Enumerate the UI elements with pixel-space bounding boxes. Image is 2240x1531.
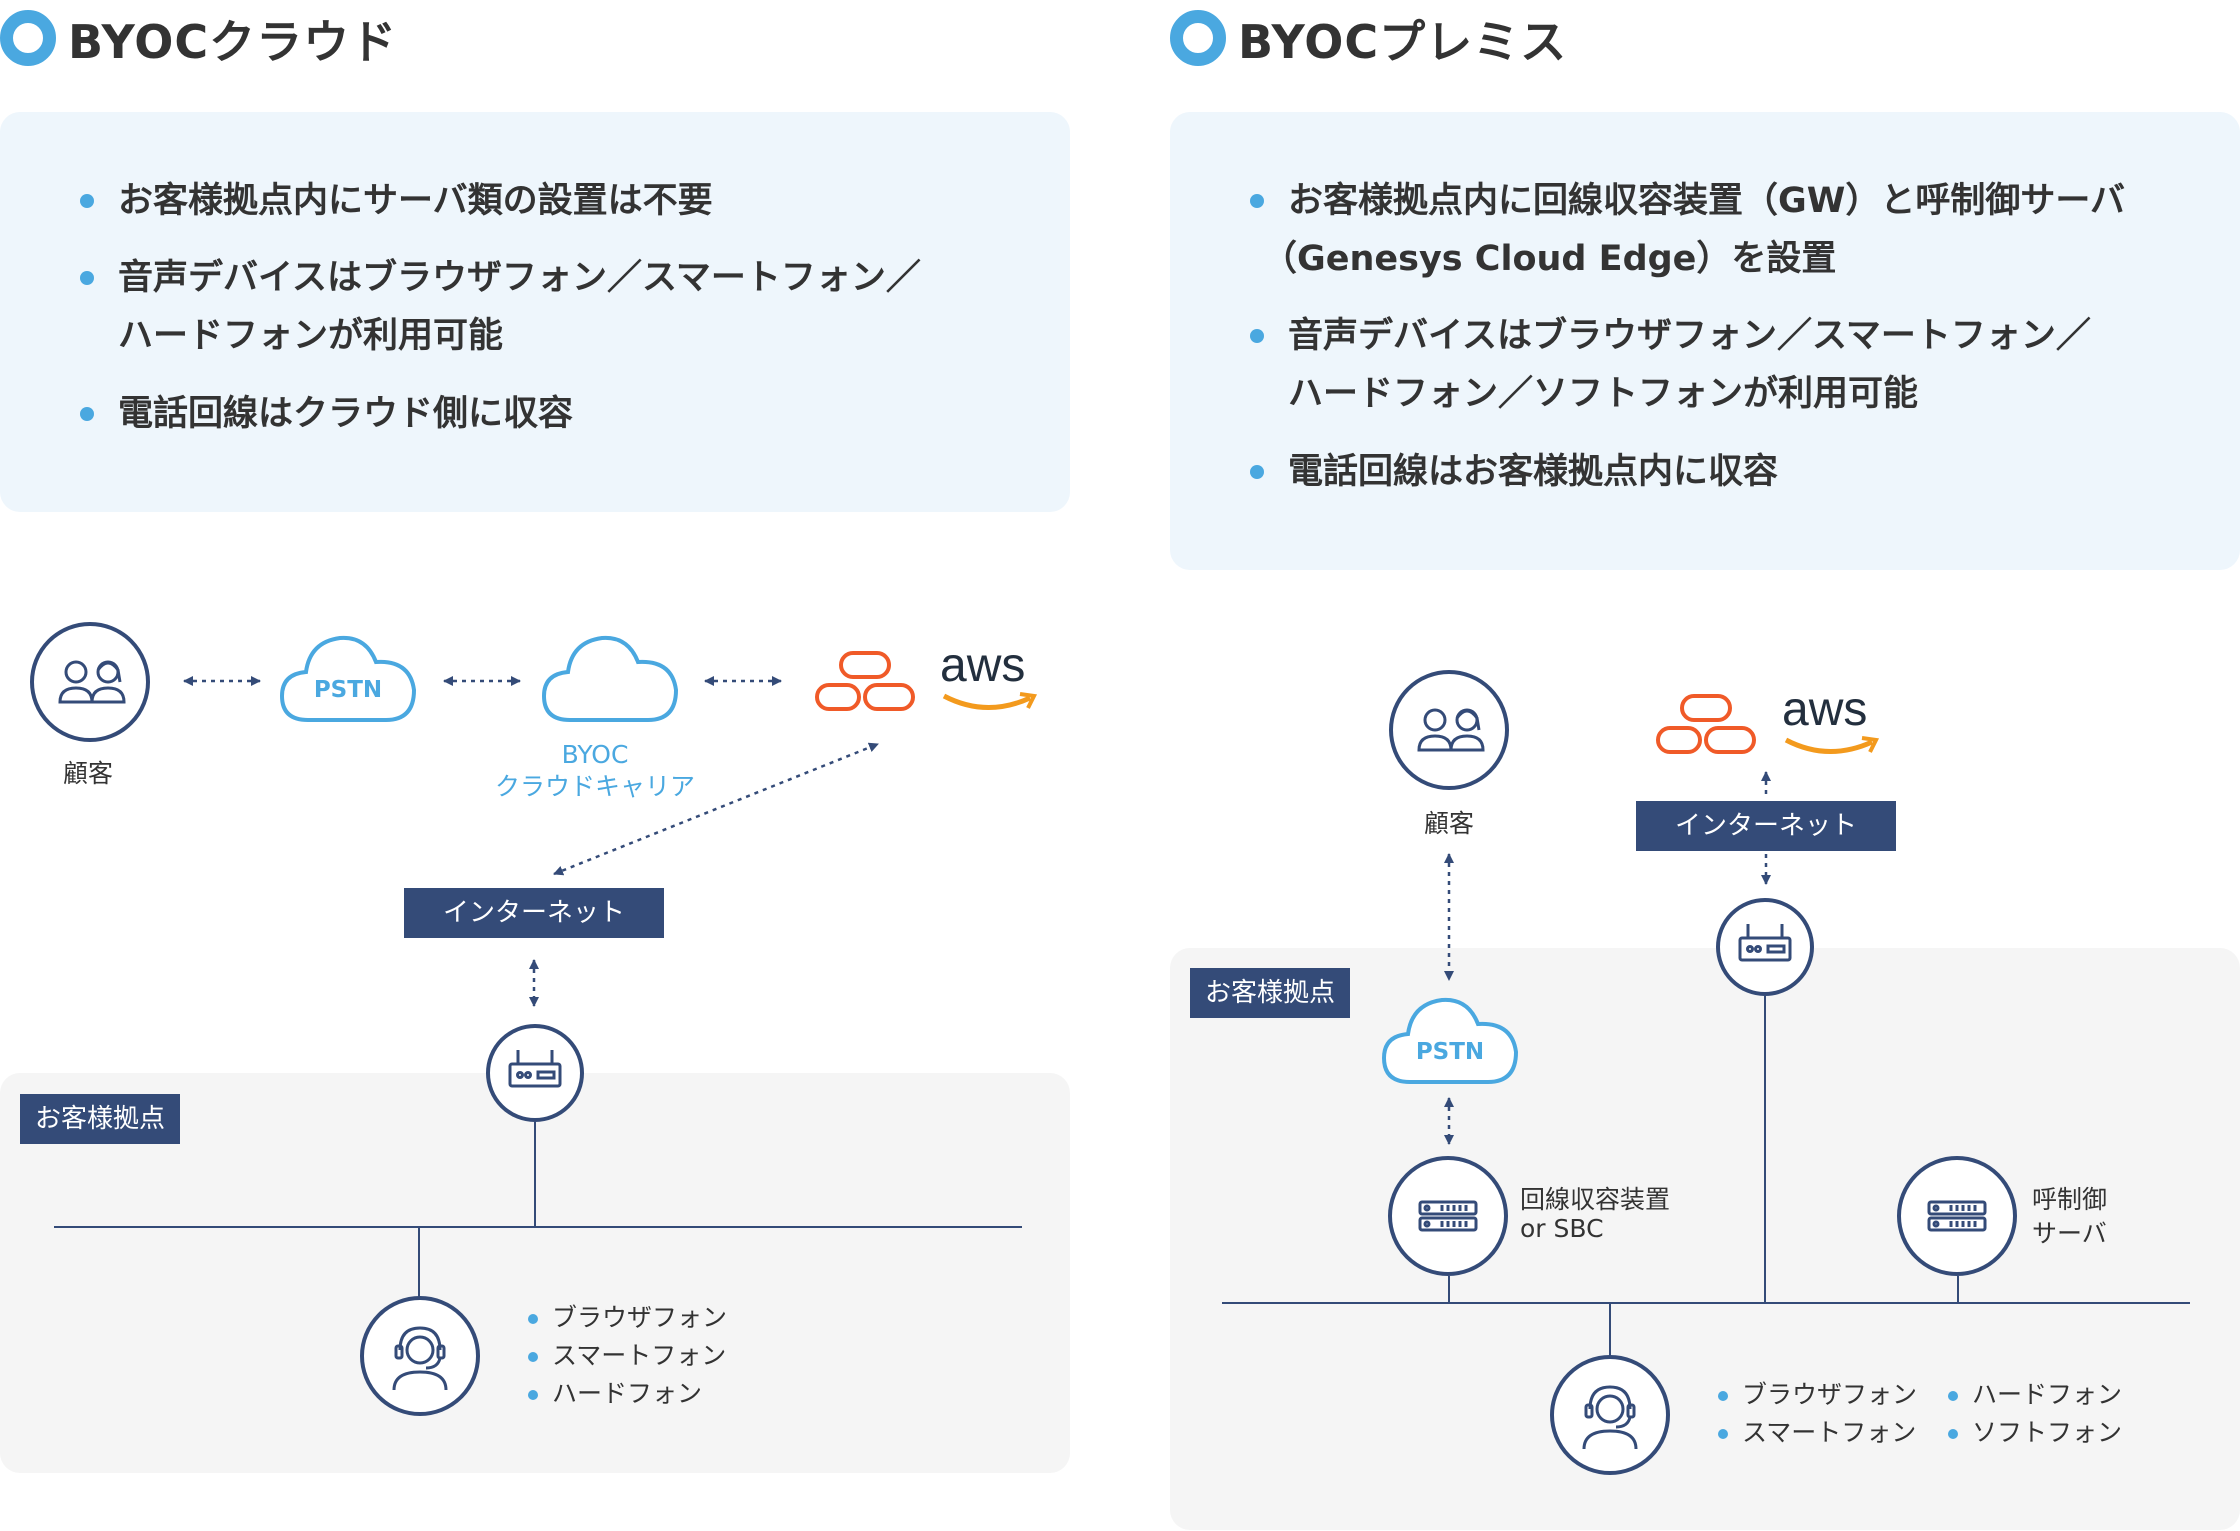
left-section-title: BYOCクラウド bbox=[68, 15, 398, 69]
left-carrier-cloud-icon bbox=[541, 635, 679, 722]
left-genesys-logo-icon bbox=[815, 651, 915, 711]
left-bullet-1: お客様拠点内にサーバ類の設置は不要 bbox=[80, 172, 713, 230]
left-arrow-internet-aws bbox=[553, 742, 879, 876]
left-bullet-2: 音声デバイスはブラウザフォン／スマートフォン／ bbox=[80, 249, 921, 307]
left-device-2: スマートフォン bbox=[527, 1337, 726, 1375]
right-pstn-label: PSTN bbox=[1415, 1039, 1485, 1065]
left-router-icon bbox=[486, 1024, 584, 1122]
left-pstn-label: PSTN bbox=[313, 677, 383, 703]
right-aws-logo: aws bbox=[1782, 683, 1868, 736]
right-network-bus bbox=[1222, 1302, 2190, 1304]
left-arrow-carrier-aws bbox=[704, 676, 782, 686]
left-device-1: ブラウザフォン bbox=[527, 1299, 727, 1337]
right-bullet-3: 電話回線はお客様拠点内に収容 bbox=[1249, 443, 1778, 501]
right-device-3: ハードフォン bbox=[1947, 1376, 2122, 1414]
right-site-label: お客様拠点 bbox=[1190, 968, 1350, 1018]
right-gateway-label-1: 回線収容装置 bbox=[1520, 1185, 1671, 1214]
right-customer-icon bbox=[1389, 670, 1509, 790]
left-arrow-customer-pstn bbox=[183, 676, 261, 686]
left-bullet-3: 電話回線はクラウド側に収容 bbox=[79, 385, 573, 443]
left-customer-label: 顧客 bbox=[63, 759, 114, 788]
right-section-title: BYOCプレミス bbox=[1238, 15, 1568, 69]
right-customer-site-area bbox=[1170, 948, 2240, 1530]
right-call-server-icon bbox=[1897, 1156, 2017, 1276]
right-arrow-internet-router bbox=[1761, 854, 1771, 885]
right-device-4: ソフトフォン bbox=[1947, 1414, 2122, 1452]
right-bullet-1: お客様拠点内に回線収容装置（GW）と呼制御サーバ bbox=[1250, 172, 2125, 230]
left-arrow-internet-router bbox=[529, 959, 539, 1007]
left-aws-logo: aws bbox=[940, 639, 1026, 692]
right-call-server-label-1: 呼制御 bbox=[2032, 1185, 2108, 1214]
left-arrow-pstn-carrier bbox=[443, 676, 521, 686]
left-pstn-cloud-icon bbox=[279, 635, 417, 722]
right-gateway-line bbox=[1448, 1276, 1450, 1304]
section-marker-icon bbox=[0, 10, 56, 66]
right-genesys-logo-icon bbox=[1656, 694, 1756, 754]
right-aws-smile-icon bbox=[1784, 736, 1880, 754]
right-arrow-aws-internet bbox=[1761, 771, 1771, 798]
left-aws-smile-icon bbox=[942, 692, 1038, 710]
right-info-box: お客様拠点内に回線収容装置（GW）と呼制御サーバ （Genesys Cloud … bbox=[1170, 112, 2240, 570]
left-internet-label: インターネット bbox=[404, 888, 664, 938]
right-pstn-cloud-icon bbox=[1381, 997, 1519, 1084]
left-network-bus bbox=[54, 1226, 1022, 1228]
right-device-2: スマートフォン bbox=[1717, 1414, 1916, 1452]
right-gateway-server-icon bbox=[1388, 1156, 1508, 1276]
left-agent-line bbox=[418, 1226, 420, 1298]
right-bullet-2: 音声デバイスはブラウザフォン／スマートフォン／ bbox=[1250, 307, 2091, 365]
left-device-3: ハードフォン bbox=[527, 1375, 702, 1413]
right-gateway-label-2: or SBC bbox=[1520, 1214, 1604, 1243]
right-agent-headset-icon bbox=[1550, 1355, 1670, 1475]
right-customer-label: 顧客 bbox=[1424, 809, 1475, 838]
left-agent-headset-icon bbox=[360, 1296, 480, 1416]
right-router-icon bbox=[1716, 898, 1814, 996]
section-marker-icon bbox=[1170, 10, 1226, 66]
right-router-line bbox=[1764, 996, 1766, 1304]
right-device-1: ブラウザフォン bbox=[1717, 1376, 1917, 1414]
right-arrow-customer-pstn bbox=[1444, 853, 1454, 981]
right-bullet-1-cont: （Genesys Cloud Edge）を設置 bbox=[1262, 239, 1837, 279]
right-call-server-line bbox=[1957, 1276, 1959, 1304]
right-agent-line bbox=[1609, 1302, 1611, 1356]
right-arrow-pstn-gateway bbox=[1444, 1097, 1454, 1145]
left-info-box: お客様拠点内にサーバ類の設置は不要 音声デバイスはブラウザフォン／スマートフォン… bbox=[0, 112, 1070, 512]
right-call-server-label-2: サーバ bbox=[2032, 1219, 2107, 1248]
right-bullet-2-cont: ハードフォン／ソフトフォンが利用可能 bbox=[1288, 374, 1919, 414]
right-internet-label: インターネット bbox=[1636, 801, 1896, 851]
left-bullet-2-cont: ハードフォンが利用可能 bbox=[118, 316, 504, 356]
left-customer-icon bbox=[30, 622, 150, 742]
left-site-label: お客様拠点 bbox=[20, 1094, 180, 1144]
left-router-line bbox=[534, 1122, 536, 1228]
